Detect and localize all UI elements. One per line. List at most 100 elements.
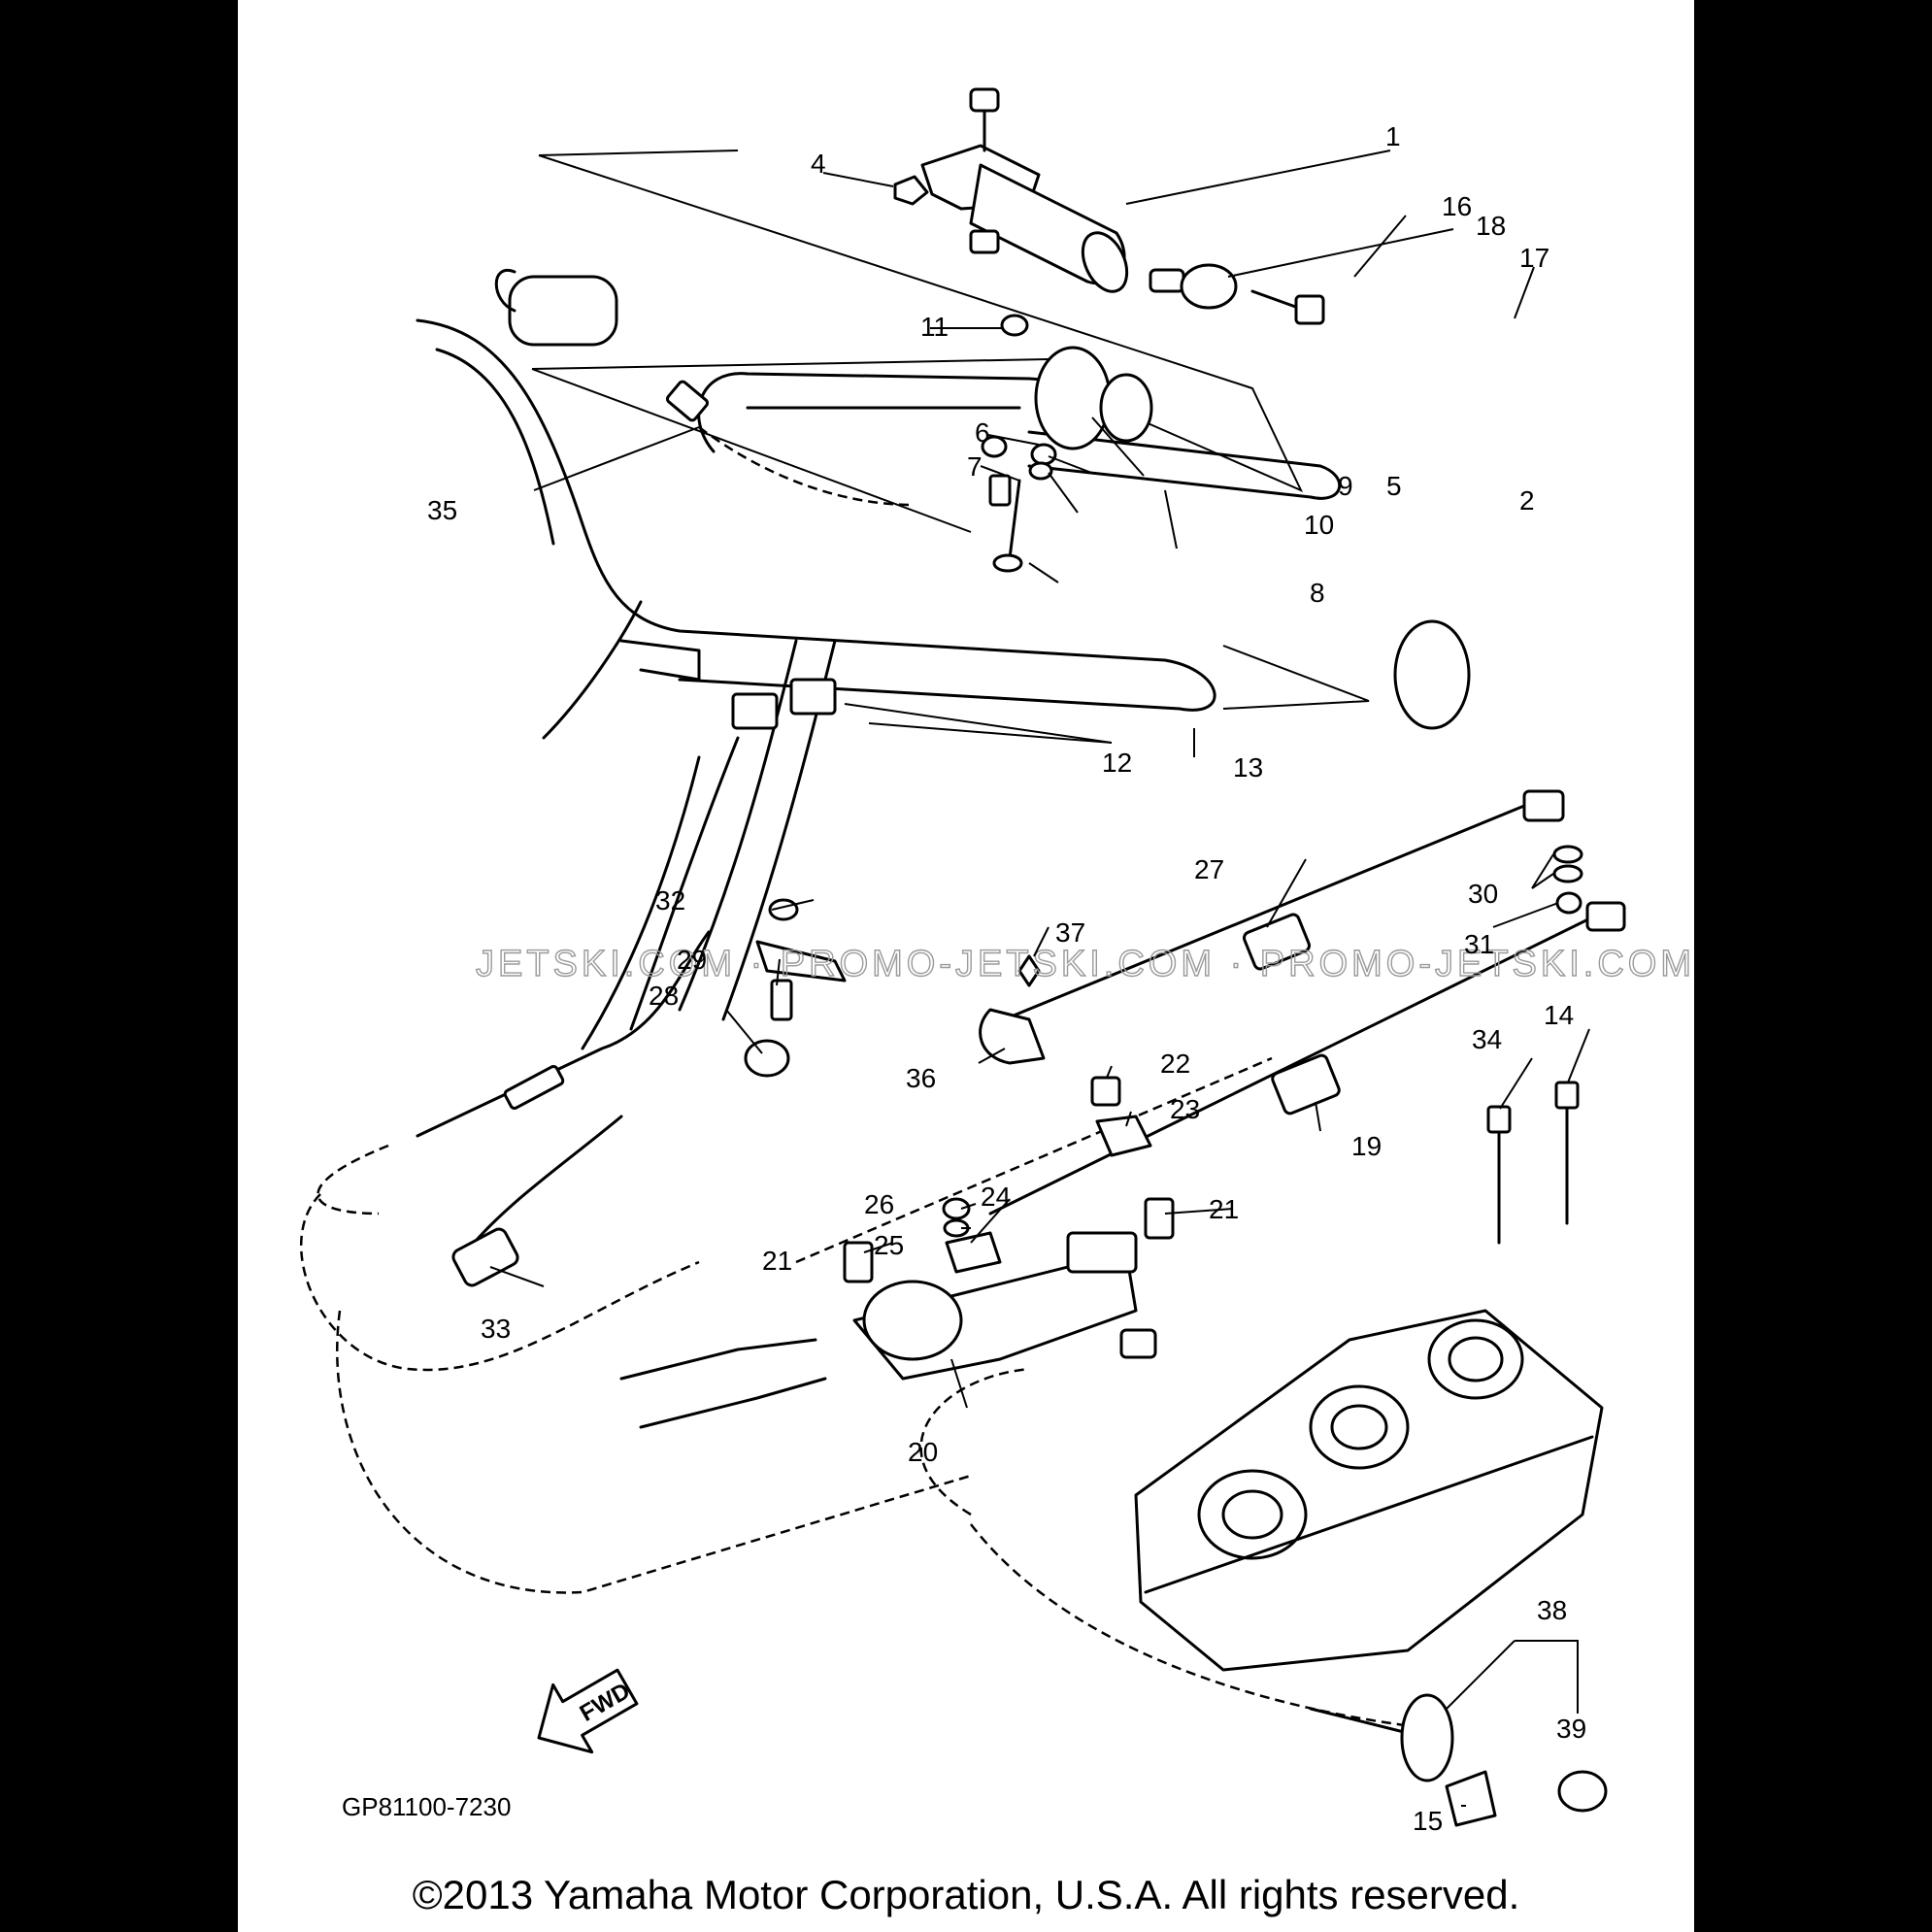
left-grip bbox=[508, 275, 618, 347]
callout-labels: 1 2 4 5 6 7 8 9 10 11 12 13 14 15 16 17 … bbox=[427, 121, 1586, 1836]
throttle-lever-assembly bbox=[893, 87, 1325, 325]
tie-part-34-head bbox=[1486, 1105, 1512, 1134]
callout-30: 30 bbox=[1468, 879, 1498, 909]
cable-part-27 bbox=[979, 789, 1583, 1031]
callout-11: 11 bbox=[920, 312, 949, 342]
cable-holder-right bbox=[789, 678, 837, 716]
nut-part-31 bbox=[1555, 891, 1582, 915]
tie-part-14-head bbox=[1554, 1081, 1580, 1110]
cable-19-end bbox=[1585, 901, 1626, 932]
clamp-part-36 bbox=[979, 1008, 1046, 1065]
lever-screw bbox=[969, 87, 1000, 113]
housing-part-5 bbox=[1034, 346, 1112, 450]
cap-part-18 bbox=[1180, 263, 1238, 310]
bolt-part-8 bbox=[992, 553, 1023, 573]
callout-34: 34 bbox=[1472, 1024, 1502, 1054]
reference-plane-handlebar bbox=[531, 358, 1370, 710]
band-part-13 bbox=[1393, 619, 1471, 730]
cable-ties bbox=[1486, 1081, 1580, 1245]
parts-diagram-sheet: FWD JETSKI.COM · PROMO-JETSKI.COM · PROM… bbox=[238, 0, 1694, 1932]
washer-part-9 bbox=[1030, 443, 1057, 466]
callout-12: 12 bbox=[1102, 748, 1132, 778]
callout-23: 23 bbox=[1170, 1094, 1200, 1124]
lower-cable-loops bbox=[299, 930, 1428, 1730]
clamp-part-23 bbox=[1095, 1115, 1152, 1157]
callout-6: 6 bbox=[975, 417, 990, 448]
throttle-cable-bracket bbox=[619, 1076, 1175, 1429]
cable-holder-left bbox=[731, 692, 779, 730]
cable-28-sleeve bbox=[503, 1064, 565, 1111]
carburetor-body bbox=[1134, 1309, 1604, 1672]
small-parts-left bbox=[744, 898, 1046, 1078]
fwd-arrow-shape bbox=[537, 1668, 639, 1754]
washer-part-10 bbox=[1028, 461, 1053, 481]
reference-plane-grip bbox=[538, 150, 1304, 492]
nut-part-11 bbox=[1000, 314, 1029, 337]
callout-19: 19 bbox=[1351, 1131, 1382, 1161]
callout-38: 38 bbox=[1537, 1595, 1567, 1625]
screw-part-7 bbox=[988, 474, 1012, 507]
callout-16: 16 bbox=[1442, 191, 1472, 221]
clip-part-4 bbox=[893, 175, 929, 206]
callout-13: 13 bbox=[1233, 752, 1263, 783]
callout-35: 35 bbox=[427, 495, 457, 525]
diagram-code: GP81100-7230 bbox=[342, 1792, 511, 1821]
callout-39: 39 bbox=[1556, 1714, 1586, 1744]
callout-17: 17 bbox=[1519, 243, 1549, 273]
callout-29: 29 bbox=[677, 945, 707, 975]
washer-part-30a bbox=[1552, 845, 1583, 864]
callout-26: 26 bbox=[864, 1189, 894, 1219]
callout-1: 1 bbox=[1385, 121, 1401, 151]
fitting-part-28 bbox=[744, 1039, 790, 1078]
housing-part-5-cap bbox=[1099, 373, 1153, 443]
throttle-housing bbox=[981, 314, 1153, 573]
callout-24: 24 bbox=[981, 1182, 1011, 1212]
plate-part-15 bbox=[1445, 1770, 1497, 1827]
callout-15: 15 bbox=[1413, 1806, 1443, 1836]
bolt-part-29 bbox=[770, 979, 793, 1021]
fwd-arrow: FWD bbox=[537, 1668, 639, 1754]
callout-33: 33 bbox=[481, 1314, 511, 1344]
cable-end-35 bbox=[665, 380, 914, 507]
callout-7: 7 bbox=[967, 451, 983, 482]
choke-knob-part-38 bbox=[1400, 1693, 1454, 1782]
callout-leaders bbox=[489, 150, 1590, 1807]
stay-part-21 bbox=[1066, 1231, 1138, 1274]
callout-5: 5 bbox=[1386, 471, 1402, 501]
callout-21-right: 21 bbox=[1209, 1194, 1239, 1224]
callout-14: 14 bbox=[1544, 1000, 1574, 1030]
grip-end bbox=[1081, 231, 1129, 293]
watermark-text: JETSKI.COM · PROMO-JETSKI.COM · PROMO-JE… bbox=[476, 944, 1694, 984]
callout-36: 36 bbox=[906, 1063, 936, 1093]
callout-31: 31 bbox=[1464, 929, 1494, 959]
callout-28: 28 bbox=[649, 981, 679, 1011]
bolt-part-17 bbox=[1294, 294, 1325, 325]
callout-8: 8 bbox=[1310, 578, 1325, 608]
carburetor-bore-3 bbox=[1427, 1318, 1524, 1400]
cable-19-adjuster bbox=[1271, 1053, 1341, 1116]
nut-part-26 bbox=[942, 1197, 971, 1220]
carburetor-bore-1 bbox=[1197, 1469, 1308, 1560]
callout-2: 2 bbox=[1519, 485, 1535, 516]
pulley-part-20 bbox=[862, 1280, 963, 1361]
cable-end-35-fitting bbox=[665, 380, 710, 422]
callout-4: 4 bbox=[811, 149, 826, 179]
choke-knob-assembly bbox=[1309, 1640, 1608, 1827]
callout-10: 10 bbox=[1304, 510, 1334, 540]
cable-part-19 bbox=[988, 901, 1626, 1216]
callout-37: 37 bbox=[1055, 917, 1085, 948]
bolt-part-21b bbox=[1144, 1197, 1175, 1240]
callout-20: 20 bbox=[908, 1437, 938, 1467]
callout-21-left: 21 bbox=[762, 1246, 792, 1276]
lever-bolt bbox=[969, 229, 1000, 254]
callout-22: 22 bbox=[1160, 1049, 1190, 1079]
linkage-sleeve bbox=[1119, 1328, 1157, 1359]
rivet-part-37 bbox=[1017, 954, 1041, 987]
carburetor-bore-2 bbox=[1309, 1384, 1410, 1470]
bolt-part-21a bbox=[843, 1241, 874, 1283]
steering-cable-bundle bbox=[542, 600, 837, 1050]
cable-27-end bbox=[1522, 789, 1565, 822]
nut-part-39 bbox=[1557, 1770, 1608, 1813]
washer-part-30b bbox=[1552, 864, 1583, 883]
handlebar-cable-diagram: FWD JETSKI.COM · PROMO-JETSKI.COM · PROM… bbox=[299, 87, 1694, 1836]
